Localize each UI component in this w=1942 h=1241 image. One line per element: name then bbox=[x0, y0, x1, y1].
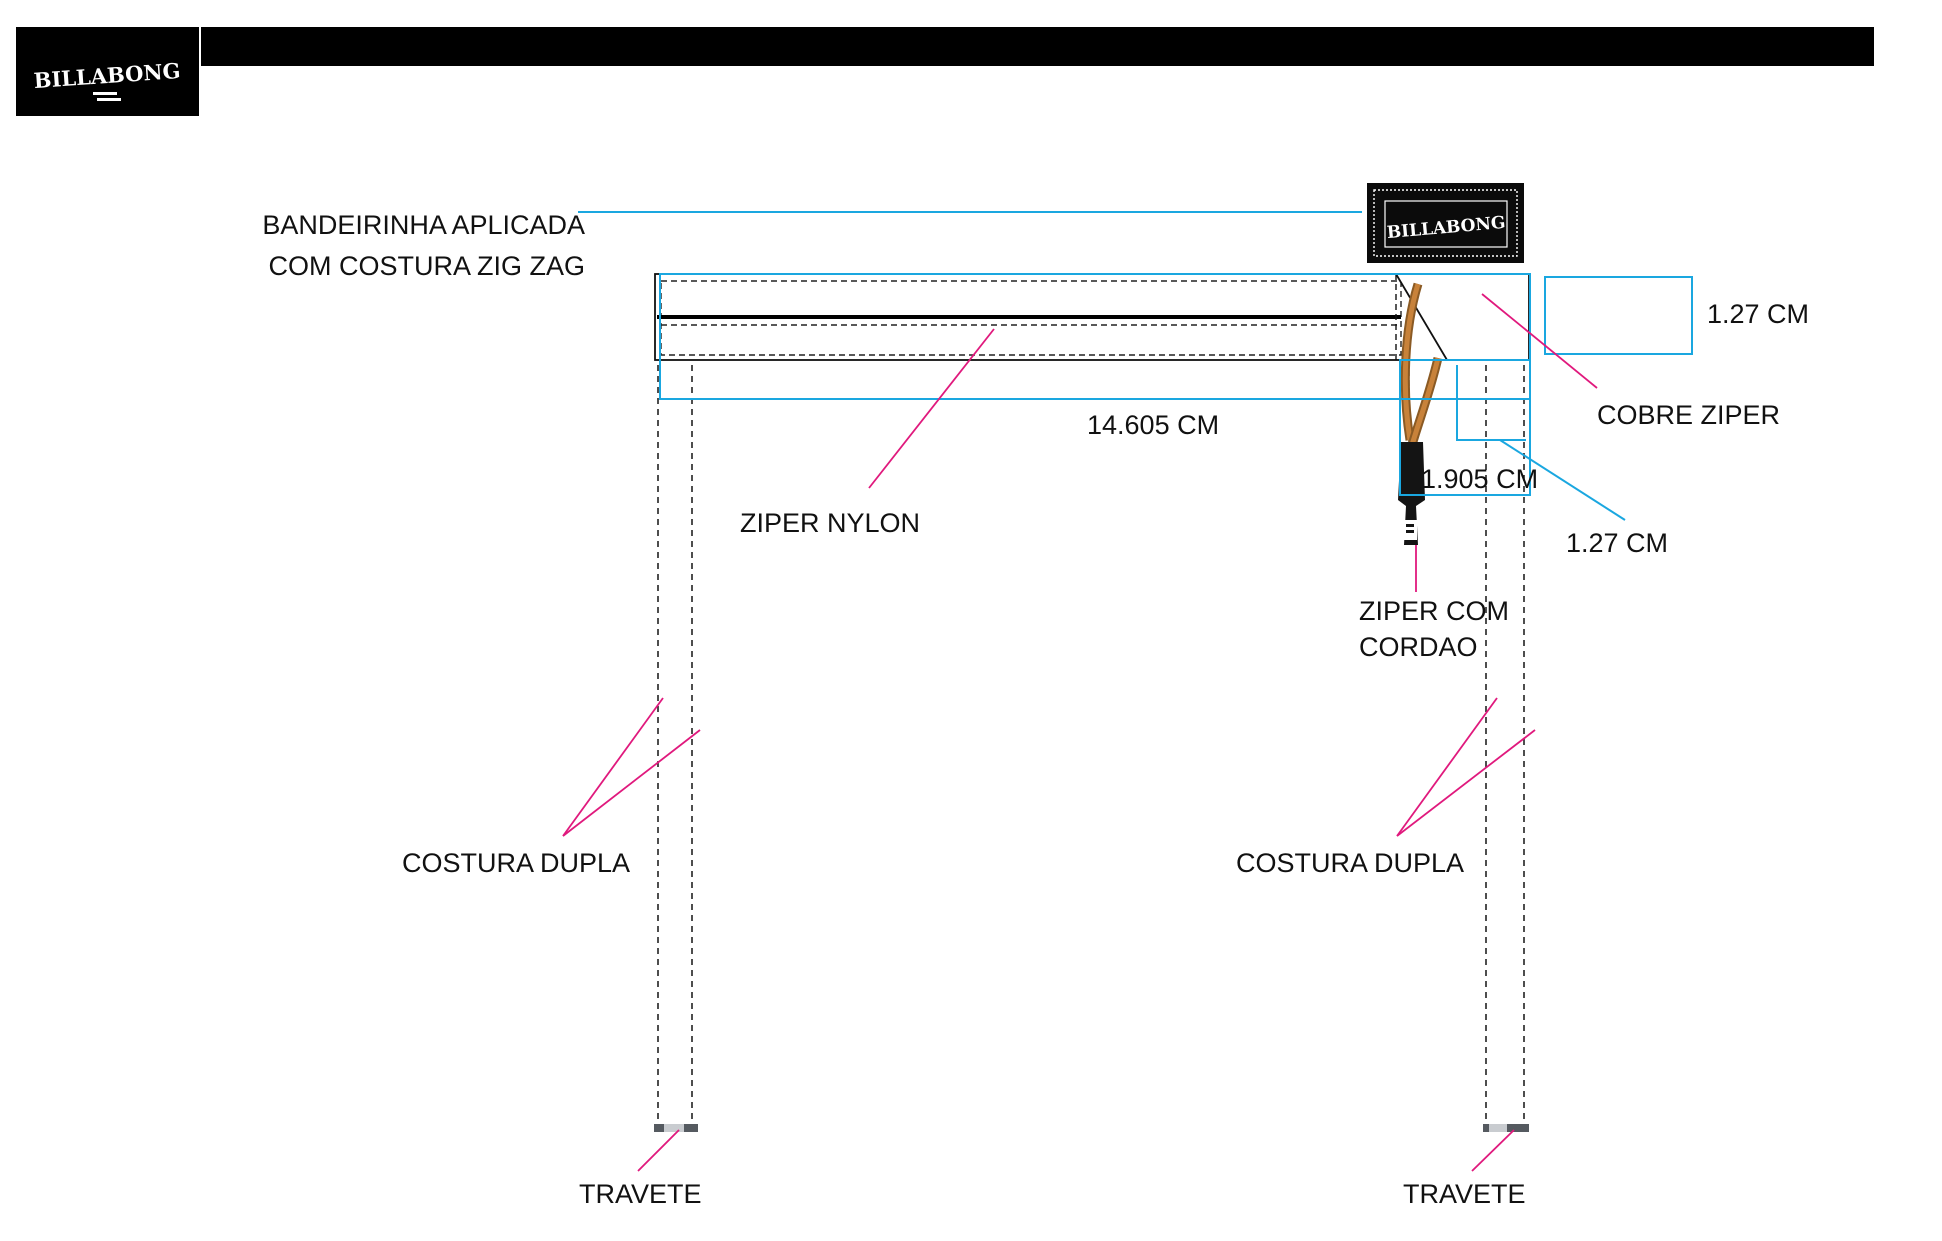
leader-costura-left-a bbox=[562, 697, 664, 837]
leader-costura-right-b bbox=[1396, 729, 1536, 837]
pocket-stitching bbox=[657, 365, 1525, 1125]
logo-stripes-icon bbox=[93, 92, 121, 101]
label-dim-cobre-height: 1.27 CM bbox=[1707, 299, 1809, 329]
label-costura-dupla-left: COSTURA DUPLA bbox=[402, 848, 630, 878]
label-dim-puller-width: 1.27 CM bbox=[1566, 528, 1668, 558]
annotation-labels: BANDEIRINHA APLICADA COM COSTURA ZIG ZAG… bbox=[262, 210, 1809, 1209]
label-cobre-ziper: COBRE ZIPER bbox=[1597, 400, 1780, 430]
travete-bartacks bbox=[654, 1124, 1529, 1132]
label-travete-right: TRAVETE bbox=[1403, 1179, 1526, 1209]
bandeirinha-flag-label: BILLABONG bbox=[1367, 183, 1524, 263]
dim-puller-width-bracket bbox=[1456, 365, 1526, 441]
leader-cobre-ziper bbox=[1481, 293, 1598, 389]
dim-box-length bbox=[659, 273, 1531, 400]
label-dim-puller-height: 1.905 CM bbox=[1421, 464, 1538, 494]
leader-costura-right-a bbox=[1396, 697, 1498, 837]
leader-puller-width bbox=[1499, 439, 1626, 521]
zipper-assembly: BILLABONG bbox=[654, 183, 1530, 545]
label-bandeirinha-line2: COM COSTURA ZIG ZAG bbox=[268, 251, 585, 281]
label-dim-length: 14.605 CM bbox=[1087, 410, 1219, 440]
label-travete-left: TRAVETE bbox=[579, 1179, 702, 1209]
leader-travete-left bbox=[637, 1129, 680, 1172]
leader-costura-left-b bbox=[562, 729, 701, 837]
callout-leaders bbox=[562, 293, 1598, 1172]
dim-box-cobre-height bbox=[1544, 276, 1693, 355]
header: BILLABONG bbox=[16, 27, 1874, 116]
leader-travete-right bbox=[1471, 1129, 1515, 1172]
label-ziper-nylon: ZIPER NYLON bbox=[740, 508, 920, 538]
label-costura-dupla-right: COSTURA DUPLA bbox=[1236, 848, 1464, 878]
leader-ziper-nylon bbox=[868, 328, 995, 489]
header-logo-box bbox=[16, 27, 199, 116]
dim-box-puller bbox=[1399, 359, 1531, 496]
dimension-guides bbox=[578, 211, 1693, 521]
label-cordao: CORDAO bbox=[1359, 632, 1478, 662]
label-bandeirinha-line1: BANDEIRINHA APLICADA bbox=[262, 210, 585, 240]
header-bar bbox=[201, 27, 1874, 66]
label-ziper-com: ZIPER COM bbox=[1359, 596, 1509, 626]
